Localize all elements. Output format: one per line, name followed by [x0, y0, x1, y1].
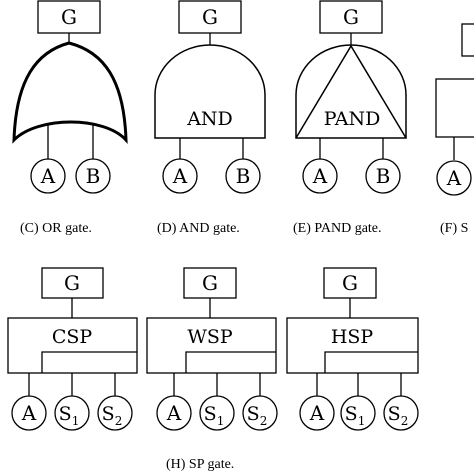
and-gate-label: AND	[186, 108, 233, 130]
pand-gate-group: G PAND A B (E) PAND gate.	[293, 0, 407, 236]
wsp-gate-output-box	[183, 267, 237, 299]
hsp-s1-sub: 1	[358, 414, 366, 428]
and-gate-group: G AND A B (D) AND gate.	[154, 0, 266, 236]
hsp-gate-body	[286, 317, 419, 374]
partial-gate-f-caption: (F) S	[440, 221, 468, 236]
csp-gate-group: G CSP A S1 S2	[7, 267, 138, 431]
wsp-s2-sub: 2	[260, 414, 268, 428]
wsp-gate-body	[146, 317, 277, 374]
csp-gate-label: CSP	[52, 326, 93, 348]
pand-gate-input-b-circle	[365, 158, 401, 194]
and-gate-output-label: G	[202, 5, 218, 29]
or-gate-input-a-circle	[30, 158, 66, 194]
and-gate-symbol	[154, 44, 266, 139]
or-gate-caption: (C) OR gate.	[20, 221, 92, 236]
hsp-gate-label: HSP	[331, 326, 374, 348]
csp-s2-sub: 2	[115, 414, 123, 428]
csp-gate-output-label: G	[64, 271, 80, 295]
hsp-gate-input-a-circle	[299, 395, 335, 431]
sp-gate-caption: (H) SP gate.	[166, 457, 234, 472]
or-gate-symbol	[12, 41, 128, 144]
and-gate-caption: (D) AND gate.	[157, 221, 240, 236]
wsp-gate-input-a-circle	[156, 395, 192, 431]
wsp-gate-group: G WSP A S1 S2	[146, 267, 278, 431]
or-gate-group: G A B (C) OR gate.	[12, 0, 128, 236]
wsp-gate-spare-divider	[185, 351, 276, 373]
and-gate-input-b-circle	[225, 158, 261, 194]
partial-gate-f-input-a-label: A	[446, 166, 462, 190]
csp-s2-main: S	[102, 403, 115, 425]
hsp-s1-main: S	[345, 403, 358, 425]
csp-gate-input-s1-label: S1	[59, 403, 80, 428]
hsp-gate-input-a-label: A	[309, 401, 325, 425]
pand-gate-input-a-circle	[302, 158, 338, 194]
and-gate-input-a-circle	[162, 158, 198, 194]
or-gate-output-label: G	[61, 5, 77, 29]
partial-gate-f-output-box	[461, 23, 474, 57]
hsp-gate-input-s1-circle	[340, 395, 376, 431]
csp-gate-spare-divider	[41, 351, 137, 373]
wsp-gate-input-s2-circle	[242, 395, 278, 431]
or-gate-input-b-label: B	[86, 164, 101, 188]
hsp-gate-output-label: G	[342, 271, 358, 295]
pand-gate-caption: (E) PAND gate.	[293, 221, 382, 236]
pand-gate-symbol	[295, 44, 407, 139]
or-gate-output-box	[37, 0, 101, 34]
hsp-s2-main: S	[388, 403, 401, 425]
csp-gate-output-box	[41, 267, 104, 299]
csp-gate-body	[7, 317, 138, 374]
hsp-gate-input-s1-label: S1	[345, 403, 366, 428]
wsp-s1-sub: 1	[217, 414, 225, 428]
csp-gate-input-a-circle	[11, 395, 47, 431]
csp-s1-sub: 1	[72, 414, 80, 428]
partial-gate-f-body	[435, 78, 474, 138]
csp-gate-input-s2-circle	[97, 395, 133, 431]
hsp-gate-output-box	[323, 267, 377, 299]
wsp-s1-main: S	[204, 403, 217, 425]
wsp-gate-output-label: G	[202, 271, 218, 295]
hsp-s2-sub: 2	[401, 414, 409, 428]
and-gate-input-b-label: B	[236, 164, 251, 188]
wsp-gate-input-s1-label: S1	[204, 403, 225, 428]
pand-gate-output-label: G	[343, 5, 359, 29]
partial-gate-f-group: A (F) S	[435, 23, 474, 236]
or-gate-input-a-label: A	[40, 164, 56, 188]
csp-gate-input-a-label: A	[21, 401, 37, 425]
wsp-gate-input-s1-circle	[199, 395, 235, 431]
partial-gate-f-input-a-circle	[436, 160, 472, 196]
or-gate-input-b-circle	[75, 158, 111, 194]
hsp-gate-group: G HSP A S1 S2	[286, 267, 419, 431]
pand-gate-input-b-label: B	[376, 164, 391, 188]
csp-s1-main: S	[59, 403, 72, 425]
wsp-gate-input-a-label: A	[166, 401, 182, 425]
pand-gate-input-a-label: A	[312, 164, 328, 188]
csp-gate-input-s2-label: S2	[102, 403, 123, 428]
pand-gate-label: PAND	[324, 108, 381, 130]
wsp-gate-input-s2-label: S2	[247, 403, 268, 428]
wsp-gate-label: WSP	[187, 326, 233, 348]
csp-gate-input-s1-circle	[54, 395, 90, 431]
and-gate-input-a-label: A	[172, 164, 188, 188]
hsp-gate-spare-divider	[324, 351, 418, 373]
hsp-gate-input-s2-circle	[383, 395, 419, 431]
pand-gate-priority-triangle	[295, 44, 407, 139]
wsp-s2-main: S	[247, 403, 260, 425]
hsp-gate-input-s2-label: S2	[388, 403, 409, 428]
